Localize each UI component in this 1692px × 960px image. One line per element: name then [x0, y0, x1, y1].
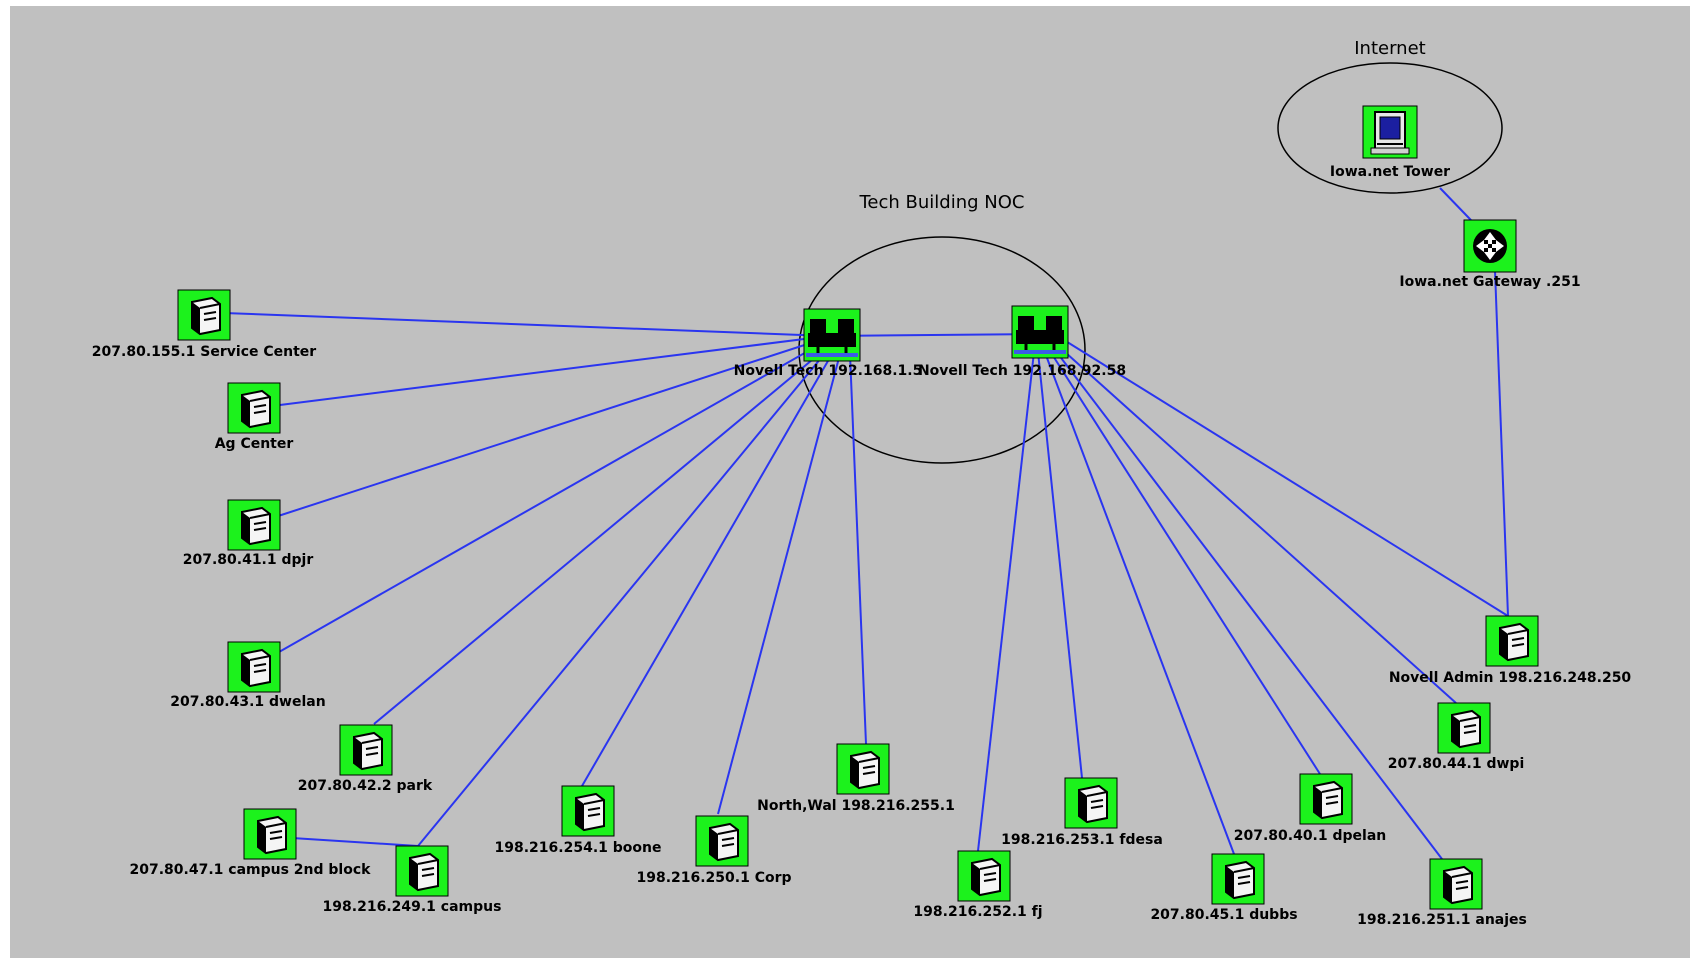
node-label: Novell Tech 192.168.92.58 [918, 363, 1126, 379]
node-isp-gateway[interactable]: Iowa.net Gateway .251 [1399, 219, 1581, 290]
link-boone-to-noc-switch-1 [581, 353, 833, 787]
server-icon [227, 499, 281, 551]
node-label: 207.80.44.1 dwpi [1388, 756, 1525, 772]
node-ag-center[interactable]: Ag Center [215, 382, 294, 452]
node-label: 198.216.254.1 boone [495, 840, 662, 856]
internet-group-title: Internet [1354, 38, 1425, 59]
link-fj-to-noc-switch-2 [977, 351, 1035, 852]
server-icon [836, 743, 890, 795]
node-dpelan[interactable]: 207.80.40.1 dpelan [1234, 773, 1387, 844]
node-service-center[interactable]: 207.80.155.1 Service Center [92, 289, 316, 360]
noc-group-title: Tech Building NOC [859, 192, 1025, 213]
link-campus-to-noc-switch-1 [417, 351, 827, 847]
server-icon [1211, 853, 1265, 905]
node-fdesa[interactable]: 198.216.253.1 fdesa [1001, 777, 1163, 848]
noc-group-boundary [798, 236, 1086, 464]
node-label: 207.80.45.1 dubbs [1150, 907, 1297, 923]
node-park[interactable]: 207.80.42.2 park [298, 724, 433, 794]
node-label: 207.80.155.1 Service Center [92, 344, 316, 360]
link-anajes-to-noc-switch-2 [1051, 345, 1443, 860]
link-north-wal-to-noc-switch-1 [849, 353, 867, 745]
internet-group-boundary [1277, 62, 1503, 194]
node-label: 207.80.42.2 park [298, 778, 433, 794]
switch-icon [1010, 304, 1070, 360]
node-dwpi[interactable]: 207.80.44.1 dwpi [1388, 702, 1525, 772]
node-dwelan[interactable]: 207.80.43.1 dwelan [170, 641, 326, 710]
node-dpjr[interactable]: 207.80.41.1 dpjr [183, 499, 314, 568]
link-park-to-noc-switch-1 [373, 349, 825, 725]
link-ag-center-to-noc-switch-1 [271, 335, 829, 407]
server-icon [1437, 702, 1491, 754]
node-label: Novell Admin 198.216.248.250 [1389, 670, 1632, 686]
link-service-center-to-noc-switch-1 [223, 312, 829, 337]
node-label: 198.216.253.1 fdesa [1001, 832, 1163, 848]
node-label: Iowa.net Gateway .251 [1399, 274, 1580, 290]
network-links [223, 187, 1509, 860]
node-label: 207.80.41.1 dpjr [183, 552, 314, 568]
node-label: Ag Center [215, 436, 294, 452]
node-label: 198.216.250.1 Corp [636, 870, 791, 886]
link-noc-switch-1-to-noc-switch-2 [827, 333, 1041, 337]
computer-icon [1362, 105, 1418, 159]
network-map-canvas: Tech Building NOC Internet Iowa.net Towe… [10, 6, 1690, 958]
node-label: 198.216.252.1 fj [913, 904, 1042, 920]
server-icon [177, 289, 231, 341]
node-fj[interactable]: 198.216.252.1 fj [913, 850, 1043, 920]
node-label: 198.216.251.1 anajes [1357, 912, 1527, 928]
node-noc-switch-2[interactable]: Novell Tech 192.168.92.58 [918, 304, 1126, 379]
node-north-wal[interactable]: North,Wal 198.216.255.1 [757, 743, 955, 814]
server-icon [1064, 777, 1118, 829]
server-icon [243, 808, 297, 860]
link-dwelan-to-noc-switch-1 [271, 341, 825, 657]
node-isp-tower[interactable]: Iowa.net Tower [1330, 105, 1450, 180]
node-campus[interactable]: 198.216.249.1 campus [323, 845, 502, 915]
server-icon [695, 815, 749, 867]
server-icon [1485, 615, 1539, 667]
server-icon [957, 850, 1011, 902]
server-icon [339, 724, 393, 776]
link-dpelan-to-noc-switch-2 [1047, 347, 1321, 775]
node-noc-switch-1[interactable]: Novell Tech 192.168.1.5 [734, 307, 923, 379]
router-icon [1463, 219, 1517, 273]
link-dpjr-to-noc-switch-1 [271, 337, 827, 519]
node-label: 207.80.47.1 campus 2nd block [130, 862, 372, 878]
node-novell-admin[interactable]: Novell Admin 198.216.248.250 [1389, 615, 1632, 686]
server-icon [1299, 773, 1353, 825]
link-corp-to-noc-switch-1 [717, 353, 841, 815]
node-label: Novell Tech 192.168.1.5 [734, 363, 923, 379]
link-dwpi-to-noc-switch-2 [1055, 343, 1457, 704]
switch-icon [802, 307, 862, 363]
server-icon [1429, 858, 1483, 910]
server-icon [395, 845, 449, 897]
link-isp-gateway-to-novell-admin [1493, 243, 1509, 617]
link-fdesa-to-noc-switch-2 [1037, 351, 1083, 779]
node-label: 207.80.43.1 dwelan [170, 694, 325, 710]
node-campus-2nd-block[interactable]: 207.80.47.1 campus 2nd block [130, 808, 372, 878]
node-boone[interactable]: 198.216.254.1 boone [495, 785, 662, 856]
node-label: 207.80.40.1 dpelan [1234, 828, 1387, 844]
link-campus-2nd-block-to-campus [291, 837, 419, 847]
node-label: Iowa.net Tower [1330, 164, 1450, 180]
node-label: North,Wal 198.216.255.1 [757, 798, 955, 814]
node-dubbs[interactable]: 207.80.45.1 dubbs [1150, 853, 1298, 923]
server-icon [227, 641, 281, 693]
network-topology-diagram: Tech Building NOC Internet Iowa.net Towe… [92, 38, 1632, 928]
link-novell-admin-to-noc-switch-2 [1063, 339, 1509, 617]
node-anajes[interactable]: 198.216.251.1 anajes [1357, 858, 1527, 928]
server-icon [561, 785, 615, 837]
link-dubbs-to-noc-switch-2 [1043, 349, 1235, 855]
node-label: 198.216.249.1 campus [323, 899, 502, 915]
server-icon [227, 382, 281, 434]
node-corp[interactable]: 198.216.250.1 Corp [636, 815, 792, 886]
